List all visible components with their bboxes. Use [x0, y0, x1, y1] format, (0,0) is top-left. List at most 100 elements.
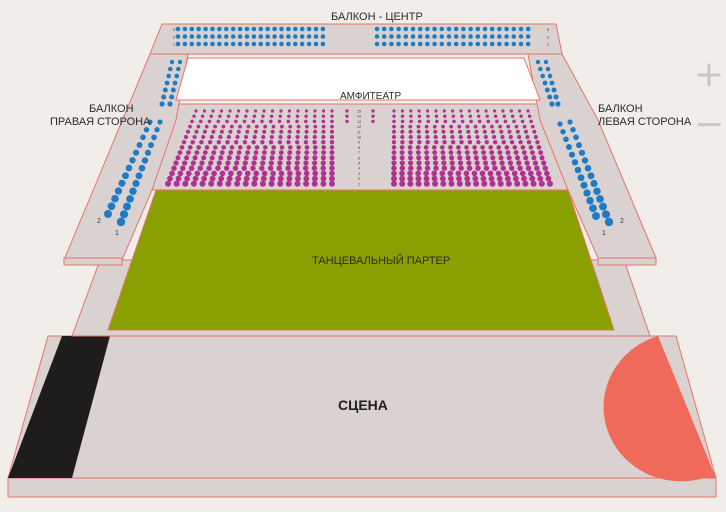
- amphitheater-seat[interactable]: [416, 165, 422, 171]
- side-balcony-seat[interactable]: [568, 151, 576, 158]
- amphitheater-seat[interactable]: [473, 180, 480, 187]
- amphitheater-seat[interactable]: [236, 150, 242, 156]
- balcony-center-seat[interactable]: [299, 34, 305, 39]
- balcony-center-seat[interactable]: [258, 34, 264, 39]
- amphitheater-seat[interactable]: [477, 114, 481, 118]
- amphitheater-seat[interactable]: [192, 134, 197, 140]
- side-balcony-seat[interactable]: [567, 119, 573, 125]
- amphitheater-seat[interactable]: [441, 129, 446, 134]
- amphitheater-seat[interactable]: [400, 114, 405, 118]
- amphitheater-seat[interactable]: [329, 175, 335, 182]
- amphitheater-seat[interactable]: [236, 170, 243, 177]
- side-balcony-seat[interactable]: [599, 202, 607, 211]
- amphitheater-seat[interactable]: [451, 109, 455, 113]
- amphitheater-seat[interactable]: [417, 114, 422, 118]
- amphitheater-seat[interactable]: [288, 145, 293, 150]
- amphitheater-seat[interactable]: [261, 134, 266, 140]
- amphitheater-seat[interactable]: [252, 175, 259, 182]
- amphitheater-seat[interactable]: [179, 145, 185, 150]
- amphitheater-seat[interactable]: [492, 134, 497, 140]
- amphitheater-seat[interactable]: [313, 145, 318, 150]
- amphitheater-seat[interactable]: [206, 165, 212, 171]
- amphitheater-seat[interactable]: [439, 170, 446, 177]
- amphitheater-seat[interactable]: [312, 150, 318, 156]
- amphitheater-seat[interactable]: [545, 175, 552, 182]
- amphitheater-seat[interactable]: [507, 160, 513, 166]
- balcony-center-seat[interactable]: [389, 26, 394, 32]
- amphitheater-seat[interactable]: [296, 124, 301, 129]
- balcony-center-seat[interactable]: [175, 34, 181, 39]
- balcony-center-seat[interactable]: [306, 26, 312, 32]
- balcony-center-seat[interactable]: [230, 26, 236, 32]
- amphitheater-seat[interactable]: [251, 160, 257, 166]
- balcony-center-seat[interactable]: [461, 26, 466, 32]
- amphitheater-seat[interactable]: [399, 170, 405, 177]
- side-balcony-seat[interactable]: [584, 164, 592, 172]
- amphitheater-seat[interactable]: [391, 165, 397, 171]
- amphitheater-seat[interactable]: [286, 140, 291, 145]
- amphitheater-seat[interactable]: [449, 124, 453, 129]
- amphitheater-seat[interactable]: [483, 165, 490, 171]
- side-balcony-seat[interactable]: [547, 73, 553, 79]
- balcony-center-seat[interactable]: [475, 41, 481, 47]
- amphitheater-seat[interactable]: [482, 129, 487, 134]
- side-balcony-seat[interactable]: [119, 210, 129, 219]
- side-balcony-seat[interactable]: [129, 157, 136, 164]
- amphitheater-seat[interactable]: [330, 109, 334, 113]
- amphitheater-seat[interactable]: [278, 155, 284, 161]
- amphitheater-seat[interactable]: [244, 134, 249, 140]
- side-balcony-seat[interactable]: [151, 134, 157, 141]
- balcony-center-seat[interactable]: [217, 26, 222, 32]
- amphitheater-seat[interactable]: [509, 140, 515, 145]
- amphitheater-seat[interactable]: [321, 140, 326, 145]
- balcony-center-seat[interactable]: [439, 26, 445, 32]
- amphitheater-seat[interactable]: [225, 160, 231, 166]
- amphitheater-seat[interactable]: [202, 170, 209, 177]
- amphitheater-seat[interactable]: [295, 134, 300, 140]
- amphitheater-seat[interactable]: [399, 145, 405, 150]
- side-balcony-seat[interactable]: [593, 187, 601, 195]
- balcony-center-seat[interactable]: [196, 34, 201, 39]
- amphitheater-seat[interactable]: [474, 129, 479, 134]
- amphitheater-seat[interactable]: [466, 160, 472, 166]
- side-balcony-seat[interactable]: [166, 73, 172, 79]
- amphitheater-seat[interactable]: [400, 124, 405, 129]
- amphitheater-seat[interactable]: [391, 145, 397, 150]
- amphitheater-seat[interactable]: [304, 119, 308, 124]
- amphitheater-seat[interactable]: [211, 129, 216, 134]
- amphitheater-seat[interactable]: [400, 119, 405, 124]
- balcony-center-seat[interactable]: [196, 41, 201, 47]
- amphitheater-seat[interactable]: [539, 155, 545, 161]
- amphitheater-seat[interactable]: [511, 170, 518, 177]
- balcony-center-seat[interactable]: [511, 41, 517, 47]
- amphitheater-seat[interactable]: [391, 175, 397, 182]
- balcony-center-seat[interactable]: [461, 41, 466, 47]
- amphitheater-seat[interactable]: [509, 165, 515, 171]
- side-balcony-seat[interactable]: [557, 121, 563, 127]
- amphitheater-seat[interactable]: [433, 160, 439, 166]
- amphitheater-seat[interactable]: [245, 150, 251, 156]
- amphitheater-seat[interactable]: [329, 170, 335, 177]
- side-balcony-seat[interactable]: [540, 73, 546, 79]
- balcony-center-seat[interactable]: [432, 26, 437, 32]
- amphitheater-seat[interactable]: [423, 175, 430, 182]
- amphitheater-seat[interactable]: [235, 175, 242, 182]
- side-balcony-seat[interactable]: [547, 94, 553, 100]
- amphitheater-seat[interactable]: [526, 109, 530, 113]
- amphitheater-seat[interactable]: [186, 129, 190, 134]
- amphitheater-seat[interactable]: [234, 140, 239, 145]
- balcony-center-seat[interactable]: [293, 41, 298, 47]
- side-balcony-seat[interactable]: [570, 126, 576, 133]
- amphitheater-seat[interactable]: [467, 140, 473, 145]
- amphitheater-seat[interactable]: [188, 145, 193, 150]
- amphitheater-seat[interactable]: [321, 150, 326, 156]
- amphitheater-seat[interactable]: [487, 170, 494, 177]
- side-balcony-seat[interactable]: [148, 142, 154, 149]
- amphitheater-seat[interactable]: [201, 155, 207, 161]
- side-balcony-seat[interactable]: [132, 149, 140, 156]
- amphitheater-seat[interactable]: [190, 119, 194, 124]
- amphitheater-seat[interactable]: [494, 114, 498, 118]
- amphitheater-seat[interactable]: [277, 140, 282, 145]
- amphitheater-seat[interactable]: [279, 145, 285, 150]
- amphitheater-seat[interactable]: [213, 145, 218, 150]
